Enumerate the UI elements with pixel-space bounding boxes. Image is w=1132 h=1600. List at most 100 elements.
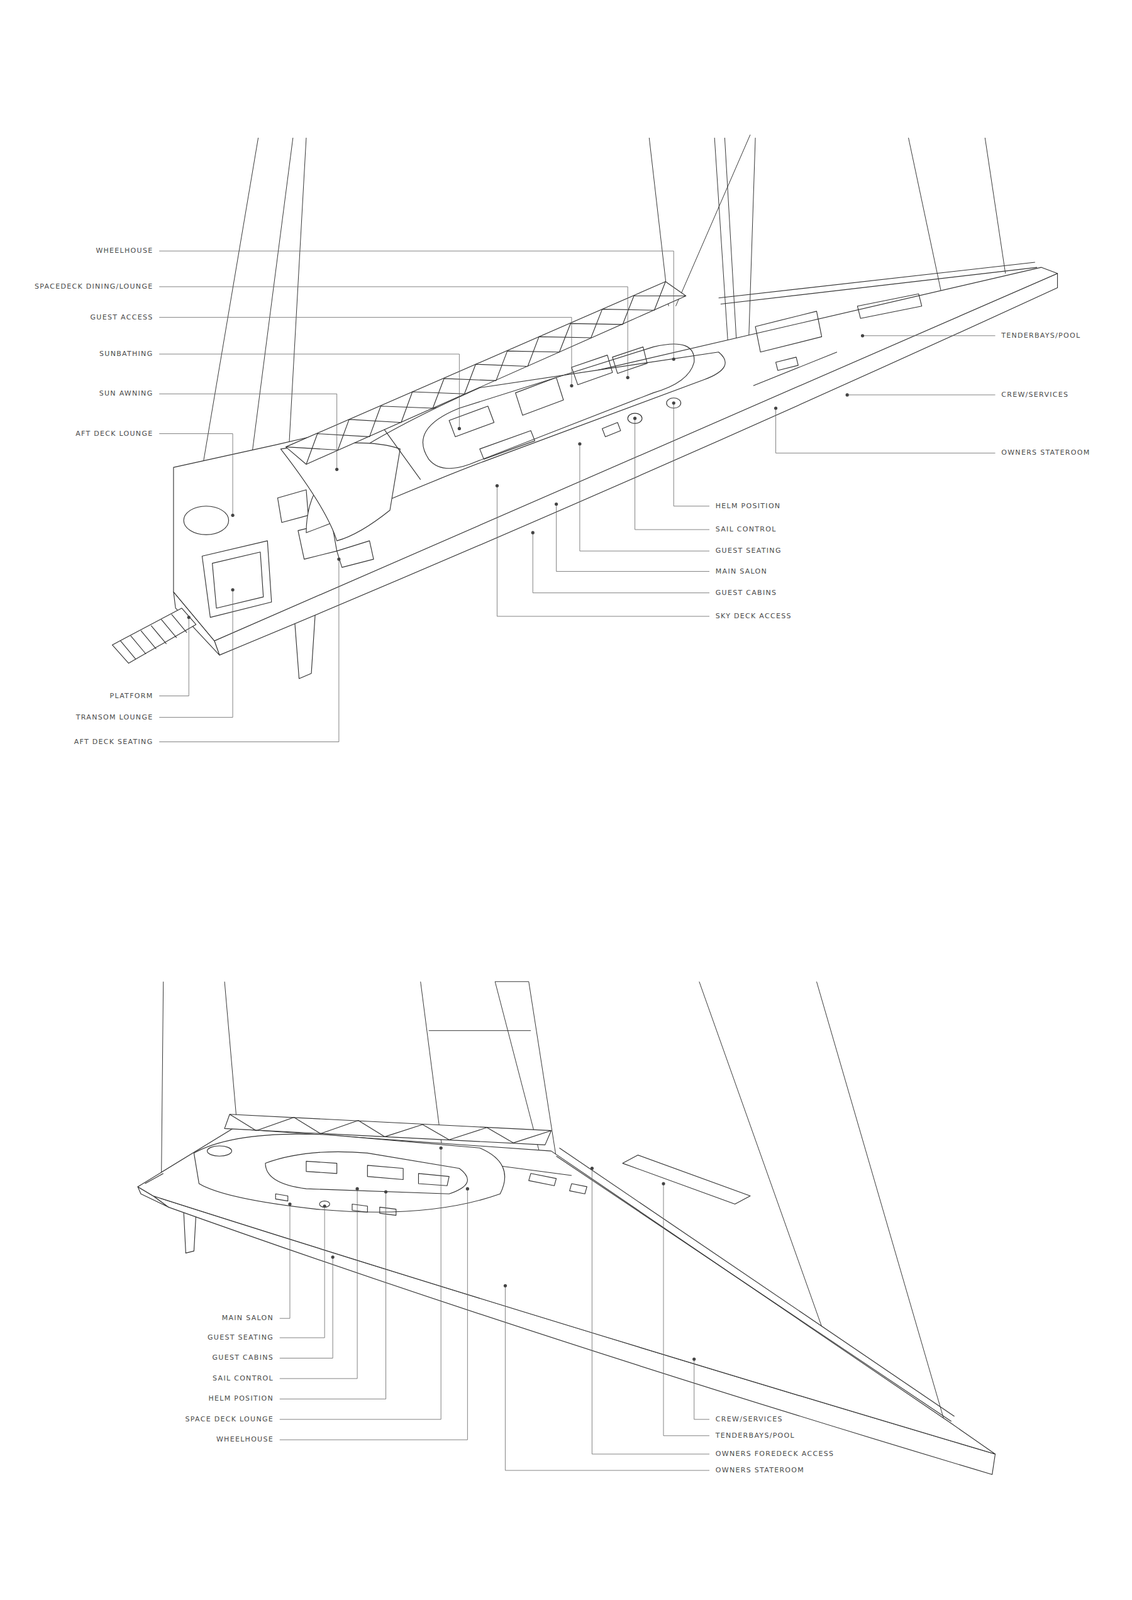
callout-label: HELM POSITION [715, 501, 782, 511]
leader-lines [159, 250, 995, 1471]
sky-deck-part [285, 281, 686, 465]
rails-part [144, 1173, 163, 1184]
keel [183, 1211, 196, 1253]
callout-label: AFT DECK LOUNGE [75, 429, 153, 439]
callout-label: TRANSOM LOUNGE [76, 713, 154, 722]
cockpit-seats-part [206, 1145, 232, 1156]
callout-label: SPACEDECK DINING/LOUNGE [34, 282, 153, 292]
leader-lines-part [776, 408, 996, 453]
leader-dots-part [661, 1181, 665, 1185]
cockpit-seats-part [352, 1203, 368, 1212]
leader-lines-part [556, 503, 710, 572]
leader-lines-part [847, 394, 995, 395]
leader-lines-part [159, 354, 460, 429]
leader-lines-part [635, 418, 710, 530]
leader-lines-part [159, 589, 233, 718]
cockpit-seats-part [306, 1160, 338, 1173]
platform-part [112, 608, 197, 664]
leader-lines-part [279, 1191, 387, 1399]
deck [137, 1128, 995, 1454]
leader-dots-part [457, 427, 461, 431]
leader-lines-part [279, 1147, 441, 1420]
rigging-part [908, 137, 945, 307]
sky-deck-part [306, 296, 687, 465]
foredeck-part [718, 262, 1036, 299]
aft-deck-part [277, 489, 309, 523]
rigging-part [224, 981, 237, 1123]
aft-deck-part [201, 540, 272, 618]
callout-label: SPACE DECK LOUNGE [185, 1415, 274, 1424]
rigging-part [649, 137, 669, 307]
deck [173, 267, 1058, 641]
sky-deck-part [224, 1114, 551, 1146]
leader-lines-part [663, 1183, 710, 1436]
callout-label: SKY DECK ACCESS [715, 611, 792, 621]
leader-lines-part [591, 1168, 710, 1454]
platform-part [160, 619, 177, 638]
hull-side [214, 273, 1058, 656]
leader-lines-part [496, 485, 710, 617]
leader-dots-part [860, 333, 865, 338]
leader-dots-part [335, 467, 339, 472]
aft-deck-part [337, 540, 374, 568]
foredeck-part [857, 293, 922, 319]
leader-lines-part [862, 335, 996, 336]
leader-dots-part [672, 401, 676, 405]
leader-dots-part [590, 1166, 594, 1170]
leader-lines-part [159, 250, 674, 360]
foredeck-part [720, 267, 1038, 304]
leader-dots-part [554, 502, 558, 506]
callout-label: CREW/SERVICES [715, 1415, 783, 1424]
leader-lines-part [159, 559, 339, 742]
rails-part [559, 1147, 955, 1417]
callout-label: SAIL CONTROL [715, 525, 777, 534]
platform-part [120, 640, 136, 660]
cockpit-seats [206, 1145, 450, 1216]
foredeck-part [753, 352, 838, 387]
callout-label: MAIN SALON [221, 1313, 274, 1323]
foredeck [718, 262, 1038, 386]
foredeck-part [528, 1173, 557, 1186]
callout-label: WHEELHOUSE [95, 246, 153, 256]
leader-dots-part [355, 1187, 359, 1191]
callout-label: GUEST ACCESS [90, 313, 154, 322]
leader-dots-part [384, 1189, 388, 1194]
callout-label: TENDERBAYS/POOL [715, 1431, 795, 1441]
leader-dots-part [230, 513, 234, 517]
leader-lines-part [532, 532, 710, 594]
superstructure [193, 1133, 505, 1212]
cockpit-seats-part [449, 406, 494, 438]
leader-dots-part [187, 615, 191, 619]
leader-lines-part [504, 1285, 710, 1471]
leader-dots-part [439, 1146, 443, 1150]
foredeck-part [776, 357, 799, 371]
cockpit-seats-part [379, 1206, 397, 1216]
leader-dots [187, 333, 865, 1361]
callout-label: SUNBATHING [99, 349, 153, 359]
leader-dots-part [503, 1284, 507, 1288]
leader-lines-part [159, 433, 233, 516]
callout-label: GUEST CABINS [715, 588, 778, 598]
callout-label: TENDERBAYS/POOL [1001, 331, 1081, 341]
leader-lines-part [159, 393, 337, 470]
rigging-part [494, 981, 529, 982]
callout-label: SAIL CONTROL [212, 1374, 274, 1383]
rigging-part [984, 137, 1005, 274]
callout-label: GUEST CABINS [211, 1353, 274, 1363]
leader-dots-part [672, 357, 676, 361]
cockpit-seats-part [275, 1193, 288, 1201]
leader-dots-part [531, 530, 535, 534]
foredeck-part [755, 311, 822, 353]
cockpit-seats-part [515, 377, 564, 416]
leader-dots-part [569, 384, 573, 388]
callout-label: GUEST SEATING [207, 1333, 274, 1343]
bottom-yacht [137, 981, 995, 1475]
cockpit-seats-part [602, 422, 621, 438]
foredeck-part [569, 1183, 588, 1194]
callout-label: GUEST SEATING [715, 546, 782, 556]
leader-lines-part [159, 286, 628, 378]
leader-lines-part [279, 1206, 325, 1338]
sky-deck [285, 281, 686, 465]
callout-label: WHEELHOUSE [216, 1435, 274, 1444]
